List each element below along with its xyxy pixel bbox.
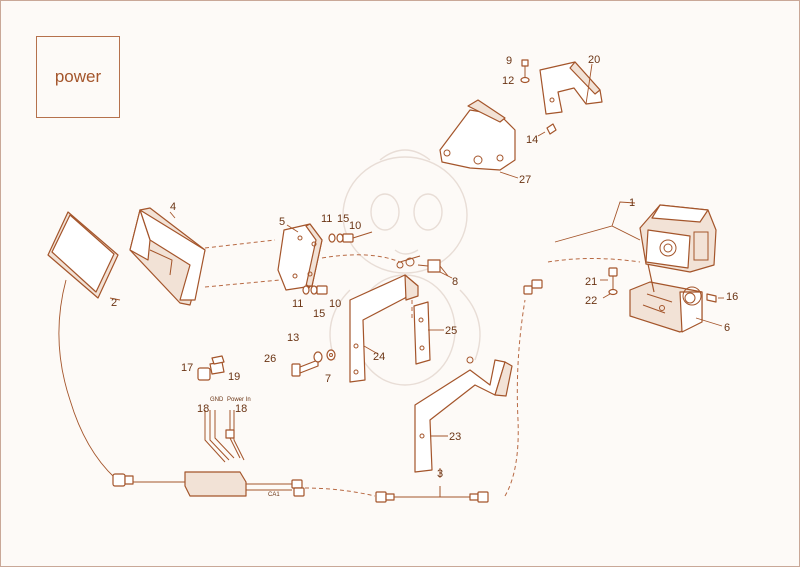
callout: 13	[287, 332, 299, 344]
wire-harness-18	[204, 410, 245, 463]
callout: 25	[445, 325, 457, 337]
mount-bracket-20	[539, 61, 603, 115]
mount-plate-27	[439, 99, 516, 171]
callout: 6	[724, 322, 730, 334]
side-bracket-24	[349, 255, 421, 383]
callout: 14	[526, 134, 538, 146]
strip-plate-25	[413, 301, 431, 365]
callout: 7	[325, 373, 331, 385]
leader-lines	[109, 63, 724, 478]
callout: 22	[585, 295, 597, 307]
monitor-bracket	[277, 223, 323, 291]
callout: 15	[313, 308, 325, 320]
title-box: power	[36, 36, 120, 118]
callout: 4	[170, 201, 176, 213]
camera-assembly	[629, 204, 717, 333]
callout: 17	[181, 362, 193, 374]
assembly-guides	[58, 239, 641, 497]
small-fasteners-top	[520, 59, 557, 135]
fasteners-camera	[608, 267, 717, 303]
wire-labels: GND Power In CA1	[210, 397, 280, 498]
callout: 11	[321, 213, 332, 225]
title-label: power	[54, 67, 102, 86]
power-module	[112, 471, 305, 497]
callout: 11	[292, 298, 303, 310]
callout: 20	[588, 54, 600, 66]
callout: 2	[111, 297, 117, 309]
lead-1	[554, 201, 641, 243]
switch-connector	[405, 257, 449, 277]
long-bracket-23	[414, 356, 513, 473]
callout: 26	[264, 353, 276, 365]
callout: 21	[585, 276, 597, 288]
callout: 3	[437, 468, 443, 480]
monitor-screen	[47, 211, 119, 299]
bolt-26	[291, 349, 336, 377]
wire-label-gnd: GND	[210, 397, 224, 403]
callout: 19	[228, 371, 240, 383]
callout: 18	[235, 403, 247, 415]
wire-label-power-in: Power In	[227, 397, 251, 403]
wire-label-ca1: CA1	[268, 492, 280, 498]
callout: 10	[349, 220, 361, 232]
callout: 27	[519, 174, 531, 186]
callout: 10	[329, 298, 341, 310]
screw-set-upper	[328, 231, 373, 243]
screw-set-lower	[302, 285, 328, 295]
callout: 1	[629, 197, 635, 209]
plug-17-19	[197, 355, 225, 381]
callout-labels: 1 2 3 4 5 6 7 8 9 10 10 11 11 12 13 14 1…	[111, 54, 738, 480]
callout: 18	[197, 403, 209, 415]
callout: 8	[452, 276, 458, 288]
callout: 5	[279, 216, 285, 228]
callout: 24	[373, 351, 385, 363]
callout: 23	[449, 431, 461, 443]
callout: 12	[502, 75, 514, 87]
callout: 9	[506, 55, 512, 67]
extension-cable-3	[375, 279, 543, 503]
callout: 15	[337, 213, 349, 225]
callout: 16	[726, 291, 738, 303]
visor-hood	[129, 207, 206, 306]
